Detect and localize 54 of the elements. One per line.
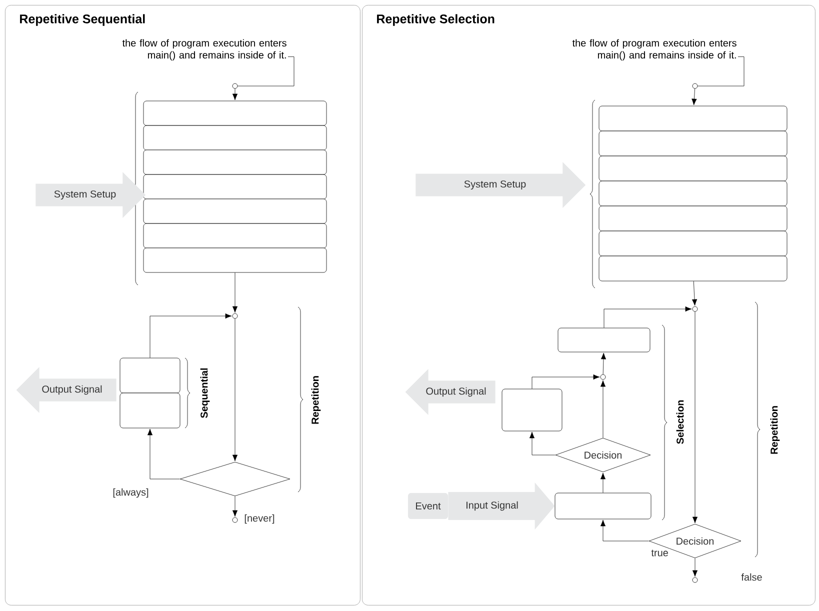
process-box <box>502 388 562 432</box>
brace-label: Repetition <box>770 406 780 454</box>
arrow <box>692 88 697 106</box>
arrow <box>232 88 238 100</box>
brace-label: Selection <box>676 400 684 444</box>
decision-diamond <box>180 462 290 496</box>
edge-label: Input Signal <box>464 500 520 512</box>
arrow <box>232 496 238 517</box>
arrow <box>692 281 698 306</box>
process-box <box>143 223 327 248</box>
arrow <box>147 428 180 480</box>
process-box <box>143 100 327 126</box>
edge-label: true <box>650 548 670 558</box>
process-box <box>598 156 788 182</box>
process-box <box>143 150 327 175</box>
process-box <box>120 358 180 394</box>
panel-title: Repetitive Selection <box>377 14 494 26</box>
brace-label: Repetition <box>311 376 321 424</box>
node-label: Event <box>416 502 441 510</box>
arrow <box>529 432 556 456</box>
arrow <box>532 374 600 389</box>
process-box <box>554 492 652 520</box>
arrow <box>232 272 238 313</box>
panel-title: Repetitive Sequential <box>20 14 145 26</box>
brace-label: Sequential <box>200 368 210 418</box>
process-box <box>143 174 327 200</box>
process-box <box>120 392 180 428</box>
process-box <box>143 125 327 150</box>
arrow <box>600 472 606 493</box>
arrow <box>232 318 238 462</box>
arrow <box>692 312 698 524</box>
process-box <box>558 328 650 352</box>
edge-label: [never] <box>243 513 276 525</box>
edge-label: [always] <box>112 487 150 499</box>
process-box <box>598 206 788 232</box>
arrow <box>600 380 606 438</box>
arrow <box>692 558 698 577</box>
leader-line <box>238 56 294 86</box>
note-text: the flow of program execution enters main() and remains inside of it. <box>572 39 736 61</box>
arrow <box>604 306 692 328</box>
process-box <box>143 248 327 273</box>
process-box <box>598 106 788 132</box>
process-box <box>143 198 327 224</box>
leader-line <box>698 56 744 86</box>
event-box: Event <box>408 493 448 519</box>
process-box <box>598 180 788 206</box>
process-box <box>598 230 788 256</box>
process-box <box>598 130 788 156</box>
note-text: the flow of program execution enters main() and remains inside of it. <box>122 39 286 61</box>
edge-label: false <box>740 572 764 582</box>
arrow <box>600 352 606 374</box>
process-box <box>598 256 788 282</box>
arrow <box>150 313 232 358</box>
arrow <box>600 520 649 542</box>
